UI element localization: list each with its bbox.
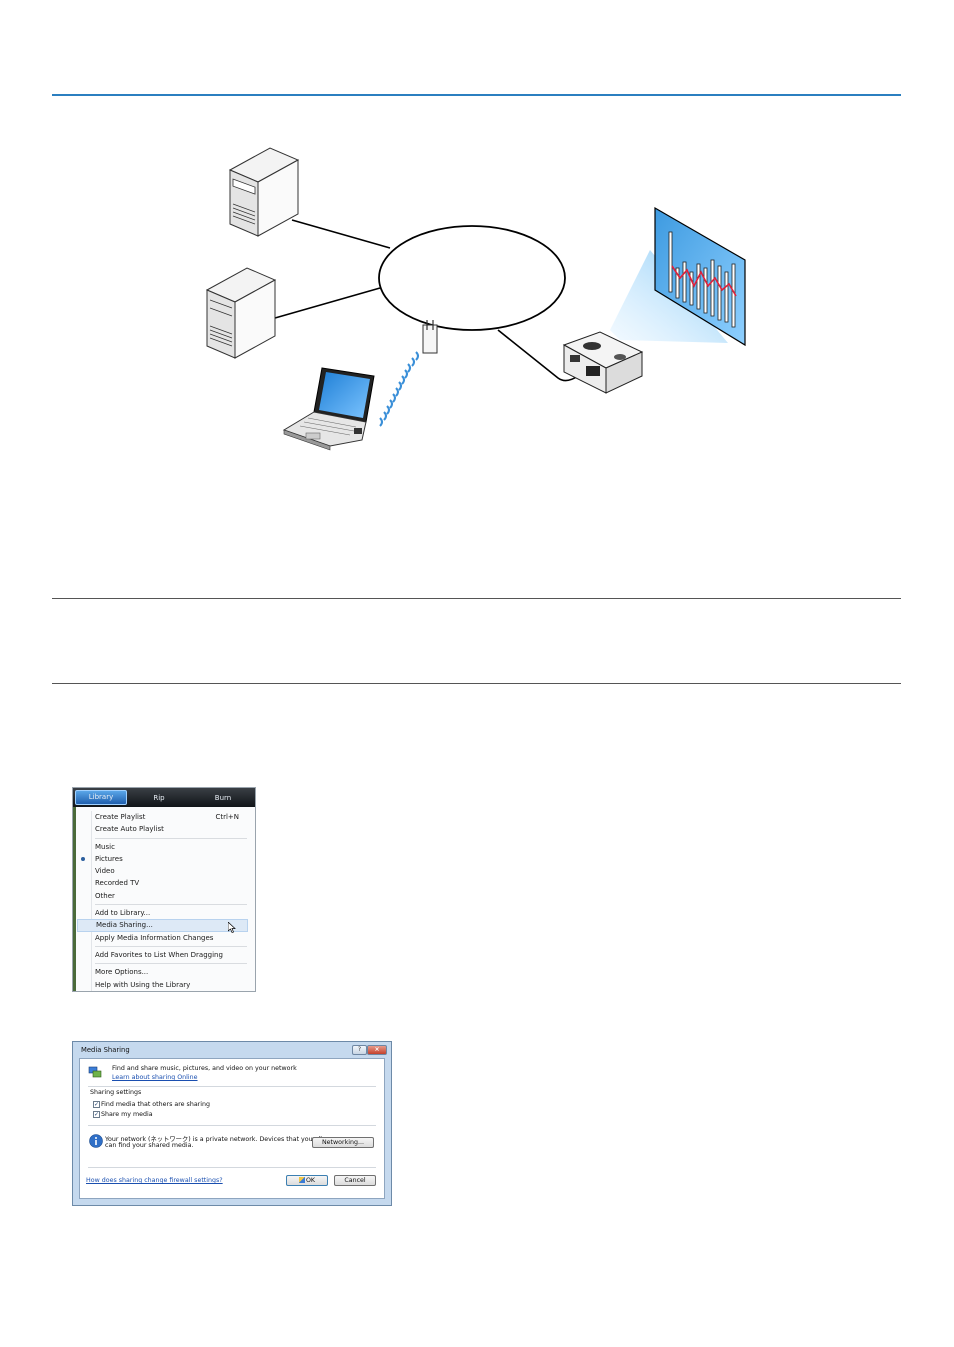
section-rule — [52, 598, 901, 599]
menu-item-more-options[interactable]: More Options... — [95, 968, 149, 977]
menu-separator — [77, 902, 251, 907]
laptop-icon — [282, 367, 375, 451]
dialog-intro: Find and share music, pictures, and vide… — [112, 1065, 297, 1072]
tab-library[interactable]: Library — [75, 790, 127, 805]
projector-icon — [562, 331, 644, 394]
menu-item-label: Pictures — [95, 854, 123, 863]
shortcut-label: Ctrl+N — [215, 813, 239, 821]
divider — [88, 1086, 376, 1087]
menu-item-label: Create Playlist — [95, 813, 146, 821]
library-dropdown-menu: Create Playlist Ctrl+N Create Auto Playl… — [77, 811, 251, 991]
dialog-title: Media Sharing — [81, 1046, 130, 1054]
projection-screen-icon — [654, 206, 746, 347]
menu-item-add-favorites[interactable]: Add Favorites to List When Dragging — [95, 950, 223, 959]
menu-item-music[interactable]: Music — [95, 842, 115, 851]
shield-icon — [298, 1177, 305, 1183]
find-media-label: Find media that others are sharing — [101, 1101, 211, 1108]
find-media-checkbox[interactable]: ✓ — [93, 1101, 100, 1108]
media-sharing-dialog: Media Sharing ? × Find and share music, … — [72, 1041, 392, 1206]
menu-item-media-sharing[interactable]: Media Sharing... — [77, 919, 248, 934]
header-rule — [52, 94, 901, 96]
divider — [88, 1167, 376, 1168]
menu-separator — [77, 836, 251, 841]
wireless-signal — [379, 351, 419, 427]
learn-sharing-link[interactable]: Learn about sharing Online — [112, 1074, 198, 1081]
tab-burn[interactable]: Burn — [214, 793, 232, 802]
share-media-label: Share my media — [101, 1111, 153, 1118]
network-diagram — [205, 147, 746, 451]
close-button[interactable]: × — [367, 1045, 387, 1055]
tab-rip[interactable]: Rip — [153, 793, 165, 802]
cancel-button[interactable]: Cancel — [334, 1175, 376, 1186]
access-point-icon — [422, 320, 438, 354]
wmp-toolbar: Library Rip Burn — [73, 788, 255, 807]
menu-item-apply-media-info[interactable]: Apply Media Information Changes — [95, 933, 214, 942]
wmp-library-menu-screenshot: Library Rip Burn Create Playlist Ctrl+N … — [72, 787, 256, 992]
ok-button[interactable]: OK — [286, 1175, 328, 1186]
menu-item-label: Media Sharing... — [96, 921, 153, 930]
menu-item-recorded-tv[interactable]: Recorded TV — [95, 879, 140, 888]
menu-item-add-to-library[interactable]: Add to Library... — [95, 909, 151, 918]
menu-item-create-auto-playlist[interactable]: Create Auto Playlist — [95, 825, 164, 834]
menu-item-help-library[interactable]: Help with Using the Library — [95, 980, 191, 989]
selected-radio-icon — [81, 856, 85, 861]
menu-item-create-playlist[interactable]: Create Playlist Ctrl+N — [77, 811, 251, 823]
background-strip — [73, 807, 76, 991]
mouse-cursor-icon — [228, 922, 236, 934]
menu-item-pictures[interactable]: Pictures — [77, 853, 251, 865]
media-sharing-icon — [88, 1066, 102, 1078]
info-icon — [89, 1134, 103, 1148]
server-icon — [205, 267, 277, 359]
section-rule — [52, 683, 901, 684]
networking-button[interactable]: Networking... — [312, 1137, 374, 1148]
dialog-titlebar: Media Sharing ? × — [73, 1042, 391, 1058]
menu-item-other[interactable]: Other — [95, 891, 115, 900]
firewall-help-link[interactable]: How does sharing change firewall setting… — [86, 1177, 223, 1184]
share-media-checkbox[interactable]: ✓ — [93, 1111, 100, 1118]
network-status-line1: Your network (ネットワーク) is a private netwo… — [105, 1136, 331, 1143]
link-server1 — [291, 219, 391, 249]
menu-separator — [77, 961, 251, 966]
sharing-settings-heading: Sharing settings — [90, 1089, 142, 1096]
help-button[interactable]: ? — [352, 1045, 367, 1055]
menu-separator — [77, 944, 251, 949]
network-cloud — [378, 225, 566, 331]
menu-item-video[interactable]: Video — [95, 867, 115, 876]
server-icon — [228, 147, 300, 237]
divider — [88, 1125, 376, 1126]
link-server2 — [274, 287, 381, 319]
network-status-line2: can find your shared media. — [105, 1142, 194, 1149]
dialog-body: Find and share music, pictures, and vide… — [79, 1058, 385, 1199]
ok-label: OK — [305, 1177, 316, 1184]
